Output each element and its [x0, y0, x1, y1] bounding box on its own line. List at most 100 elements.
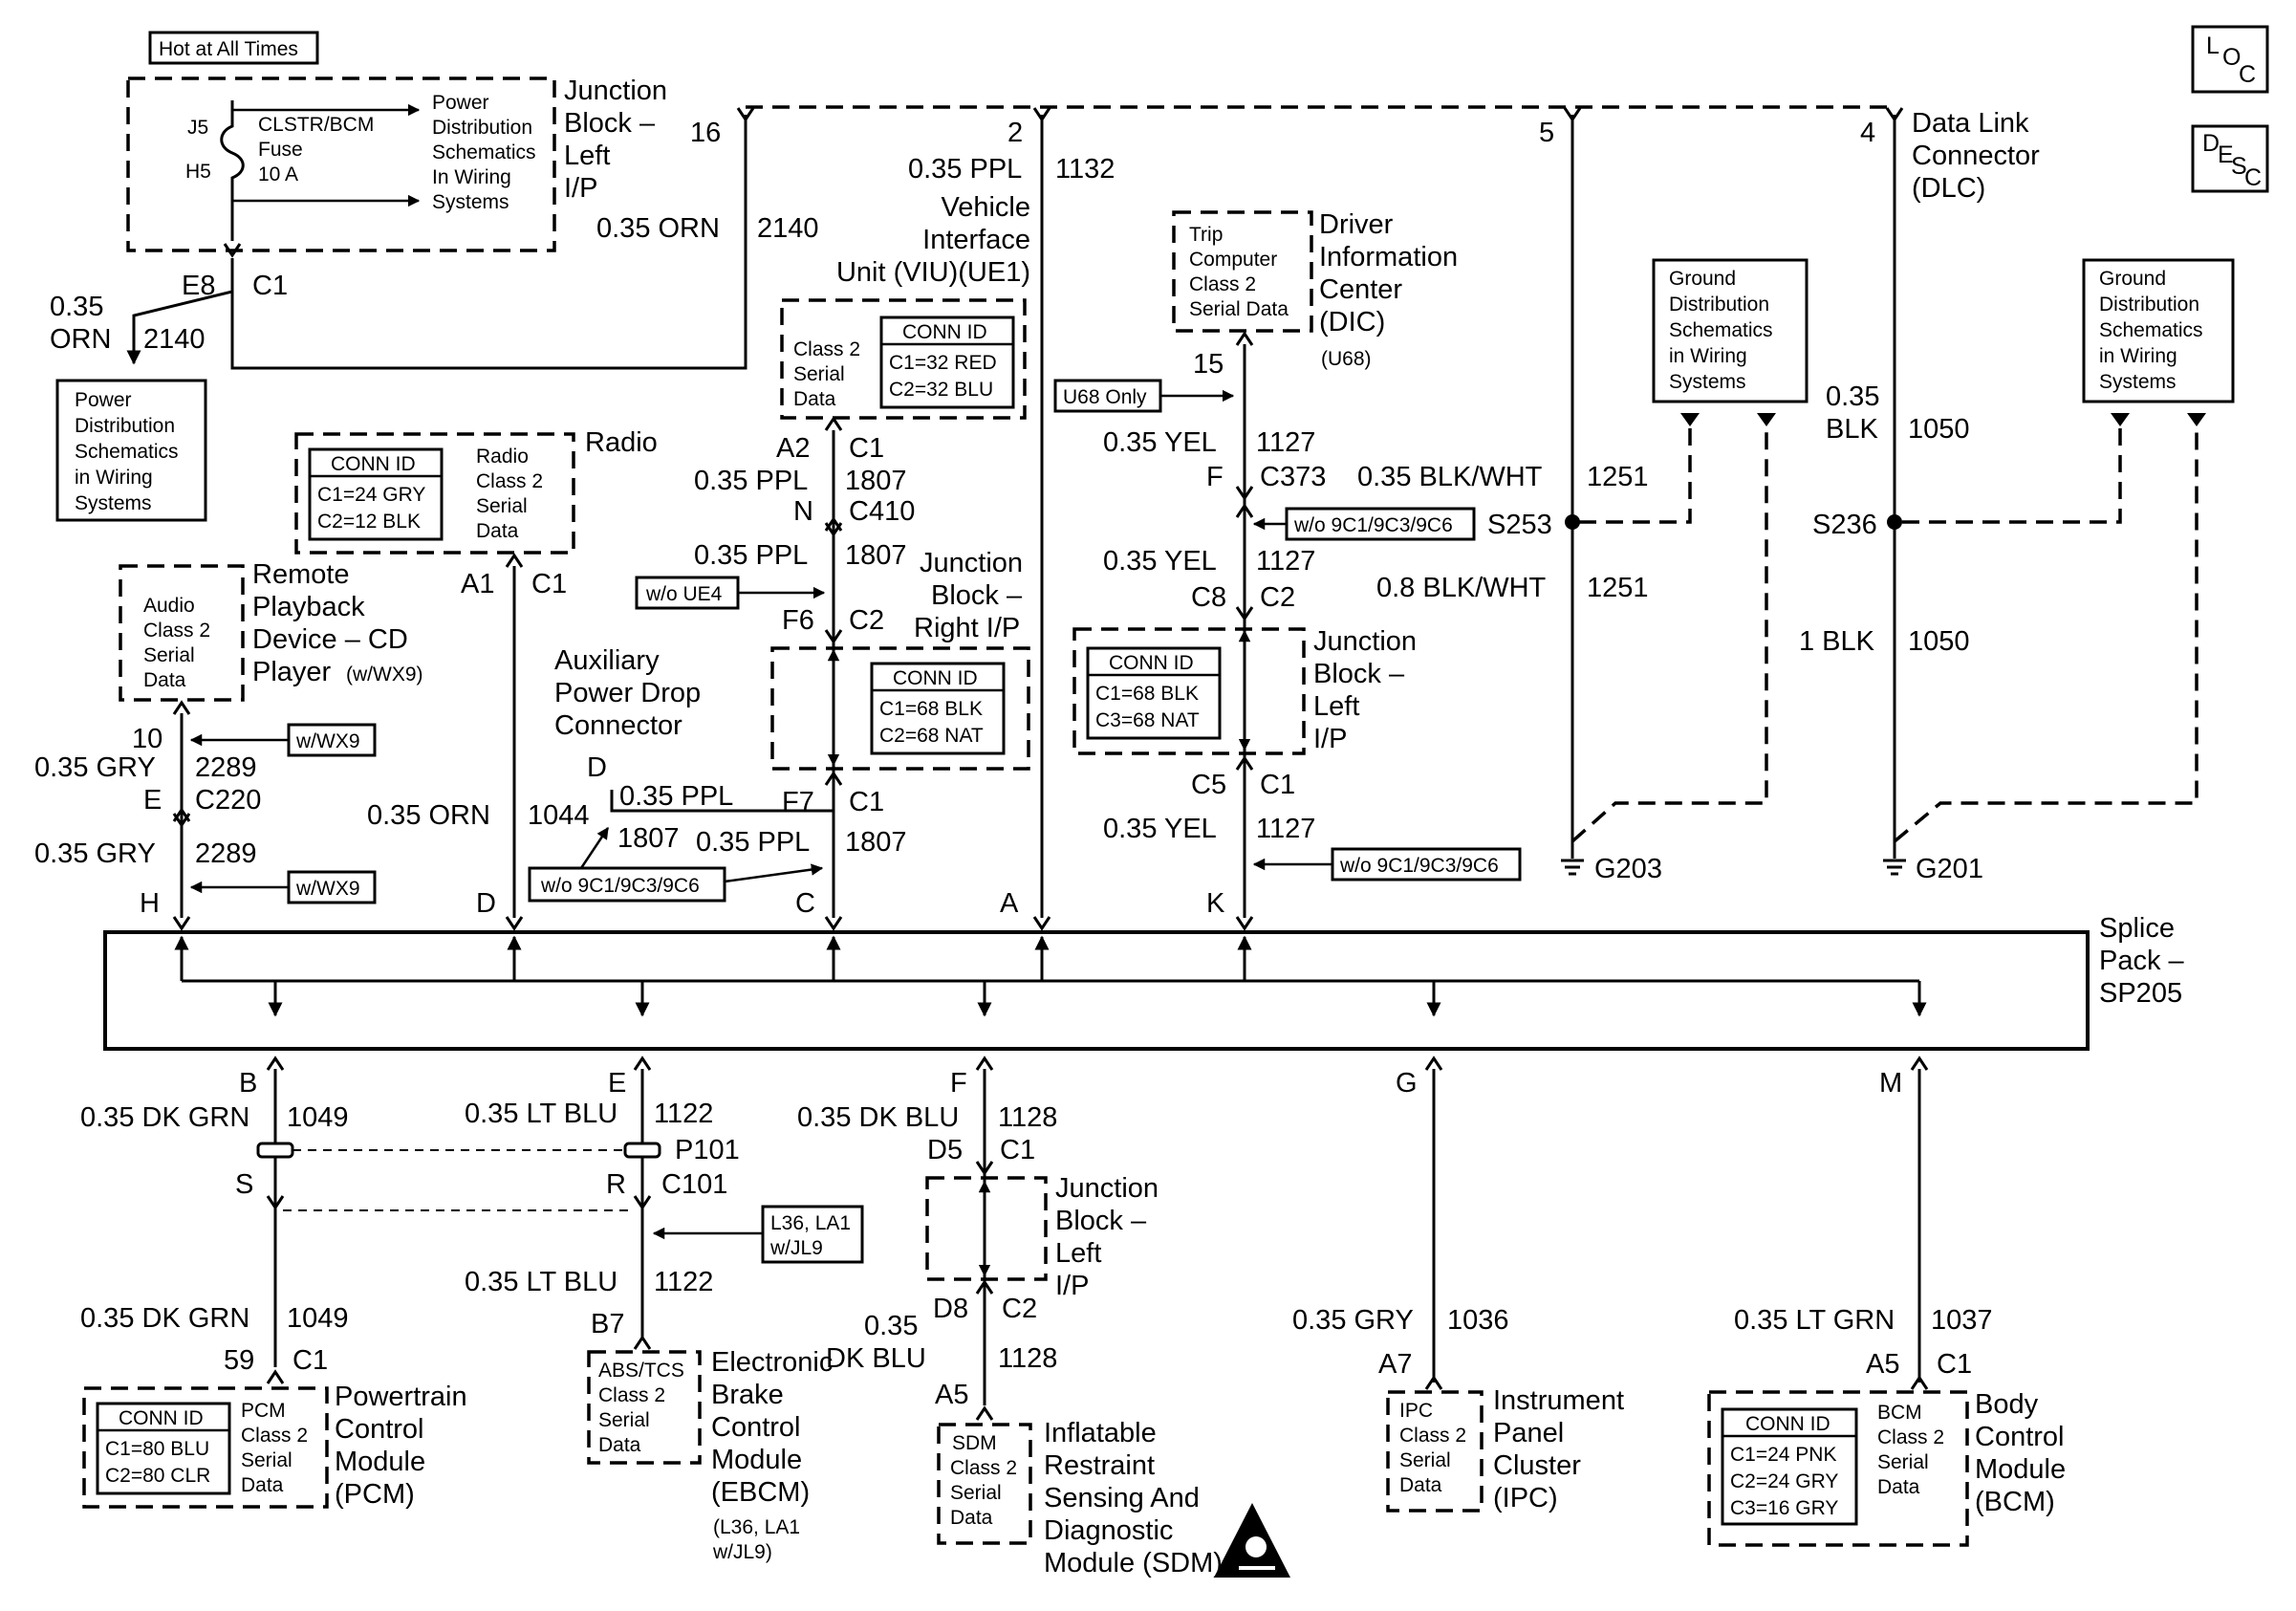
wire-1-blk-label: 1 BLK [1799, 626, 1875, 657]
svg-text:S: S [2231, 153, 2247, 180]
wire-035-blk-a-label: 0.35 [1826, 381, 1879, 412]
svg-text:Brake: Brake [711, 1380, 784, 1410]
u68-only-label: U68 Only [1063, 386, 1147, 408]
svg-text:Vehicle: Vehicle [941, 192, 1030, 223]
svg-text:(w/WX9): (w/WX9) [346, 664, 423, 686]
svg-text:Control: Control [711, 1412, 801, 1443]
pin-5-label: 5 [1539, 118, 1554, 148]
svg-text:Schematics: Schematics [75, 441, 179, 463]
svg-text:Control: Control [1975, 1422, 2065, 1452]
svg-text:Device – CD: Device – CD [252, 624, 408, 655]
viu-module-box [780, 298, 1027, 420]
pin-a5-bcm-label: A5 [1866, 1349, 1899, 1380]
svg-text:(DLC): (DLC) [1912, 173, 1985, 204]
svg-text:CLSTR/BCM: CLSTR/BCM [258, 114, 374, 136]
svg-text:C3=68 NAT: C3=68 NAT [1095, 709, 1200, 731]
svg-text:Serial: Serial [1399, 1449, 1451, 1471]
auxiliary-power-drop-label: Auxiliary Power Drop Connector [554, 645, 701, 741]
wire-035-gry-a-label: 0.35 GRY [34, 752, 156, 783]
svg-text:Systems: Systems [75, 492, 152, 514]
circuit-2289b-label: 2289 [195, 838, 257, 869]
svg-text:Data: Data [1399, 1474, 1442, 1496]
ground-g203-icon [1561, 859, 1584, 876]
svg-text:Serial: Serial [598, 1409, 650, 1431]
wire-035-yel-c-label: 0.35 YEL [1103, 814, 1217, 844]
conn-c1-viu-label: C1 [849, 433, 884, 464]
conn-c1-pcm-label: C1 [292, 1345, 328, 1376]
fuse-symbol [220, 100, 245, 241]
svg-text:Systems: Systems [1669, 371, 1746, 393]
wire-035-sdm-label: 0.35 [864, 1311, 918, 1341]
pin-16-label: 16 [690, 118, 721, 148]
wo-9c-right-label: w/o 9C1/9C3/9C6 [1339, 855, 1499, 877]
svg-text:L: L [2206, 33, 2220, 59]
circuit-1122b-label: 1122 [654, 1267, 713, 1297]
desc-icon[interactable]: D E S C [2191, 124, 2269, 193]
svg-text:Ground: Ground [1669, 268, 1736, 290]
svg-text:ABS/TCS: ABS/TCS [598, 1360, 684, 1382]
pin-d5-label: D5 [927, 1135, 963, 1165]
remote-playback-label: Remote Playback Device – CD Player (w/WX… [252, 559, 423, 687]
svg-text:Information: Information [1319, 242, 1458, 272]
wire-035-dkgrn-b-label: 0.35 DK GRN [80, 1303, 249, 1334]
svg-text:IPC: IPC [1399, 1400, 1433, 1422]
pin-10-label: 10 [132, 724, 162, 754]
svg-text:C1=80 BLU: C1=80 BLU [105, 1438, 209, 1460]
pin-15-label: 15 [1193, 349, 1224, 380]
abs-class2-label: ABS/TCS Class 2 Serial Data [598, 1360, 684, 1456]
wo-9c-right-tag [1331, 847, 1522, 882]
hot-at-all-times-tag: Hot at All Times [148, 31, 319, 65]
ebcm-note-line1: (L36, LA1 [713, 1516, 800, 1538]
viu-label: Vehicle Interface Unit (VIU)(UE1) [836, 192, 1030, 288]
svg-text:Junction: Junction [1055, 1173, 1159, 1204]
svg-text:in Wiring: in Wiring [75, 467, 153, 489]
svg-text:Data Link: Data Link [1912, 108, 2029, 139]
hot-at-all-times-label: Hot at All Times [159, 38, 298, 60]
viu-conn-id-box: CONN ID C1=32 RED C2=32 BLU [879, 316, 1015, 409]
svg-text:SP205: SP205 [2099, 978, 2182, 1009]
circuit-1122a-label: 1122 [654, 1099, 713, 1129]
data-link-connector-label: Data Link Connector (DLC) [1912, 108, 2040, 204]
pin-a7-label: A7 [1378, 1349, 1412, 1380]
wo-ue4-label: w/o UE4 [645, 583, 723, 605]
pin-f-c373-label: F [1206, 462, 1224, 492]
conn-c1-top-label: C1 [252, 271, 288, 301]
svg-text:Data: Data [241, 1474, 284, 1496]
svg-text:Data: Data [793, 388, 836, 410]
svg-text:C: C [2244, 164, 2262, 191]
junction-block-left-bottom-box [925, 1176, 1048, 1281]
ground-dist-left-label: Ground Distribution Schematics in Wiring… [1669, 268, 1773, 393]
circuit-2140-label: 2140 [757, 213, 819, 244]
svg-text:Junction: Junction [564, 76, 667, 106]
svg-text:Class 2: Class 2 [241, 1425, 308, 1447]
svg-text:Audio: Audio [143, 595, 195, 617]
pin-c8-label: C8 [1191, 582, 1226, 613]
svg-text:Playback: Playback [252, 592, 365, 622]
svg-text:Serial: Serial [1877, 1451, 1929, 1473]
svg-text:Module: Module [335, 1447, 425, 1477]
svg-text:Block –: Block – [1055, 1206, 1147, 1236]
connector-p101 [623, 1142, 661, 1159]
radio-conn-id-box: CONN ID C1=24 GRY C2=12 BLK [308, 447, 444, 541]
svg-text:Schematics: Schematics [432, 142, 536, 163]
svg-text:Power: Power [432, 92, 489, 114]
ebcm-module-box [587, 1350, 702, 1465]
circuit-1128b-label: 1128 [998, 1343, 1057, 1374]
conn-c2-jbl-label: C2 [1260, 582, 1295, 613]
l36-tag [761, 1205, 864, 1264]
splice-s253 [1565, 514, 1580, 530]
svg-text:I/P: I/P [1313, 724, 1347, 754]
ground-g201-icon [1883, 859, 1906, 876]
loc-icon[interactable]: L O C [2191, 25, 2269, 94]
svg-text:Player: Player [252, 657, 332, 687]
pin-m-label: M [1879, 1068, 1902, 1099]
ipc-label: Instrument Panel Cluster (IPC) [1493, 1385, 1624, 1513]
w-wx9-bottom-label: w/WX9 [295, 878, 360, 900]
svg-text:Fuse: Fuse [258, 139, 303, 161]
sdm-class2-label: SDM Class 2 Serial Data [950, 1432, 1017, 1529]
pcm-class2-label: PCM Class 2 Serial Data [241, 1400, 308, 1496]
pin-h-splice-label: H [140, 888, 160, 919]
circuit-1127b-label: 1127 [1256, 546, 1315, 577]
splice-drop-wires [174, 935, 1927, 1017]
svg-text:E: E [2218, 142, 2234, 168]
